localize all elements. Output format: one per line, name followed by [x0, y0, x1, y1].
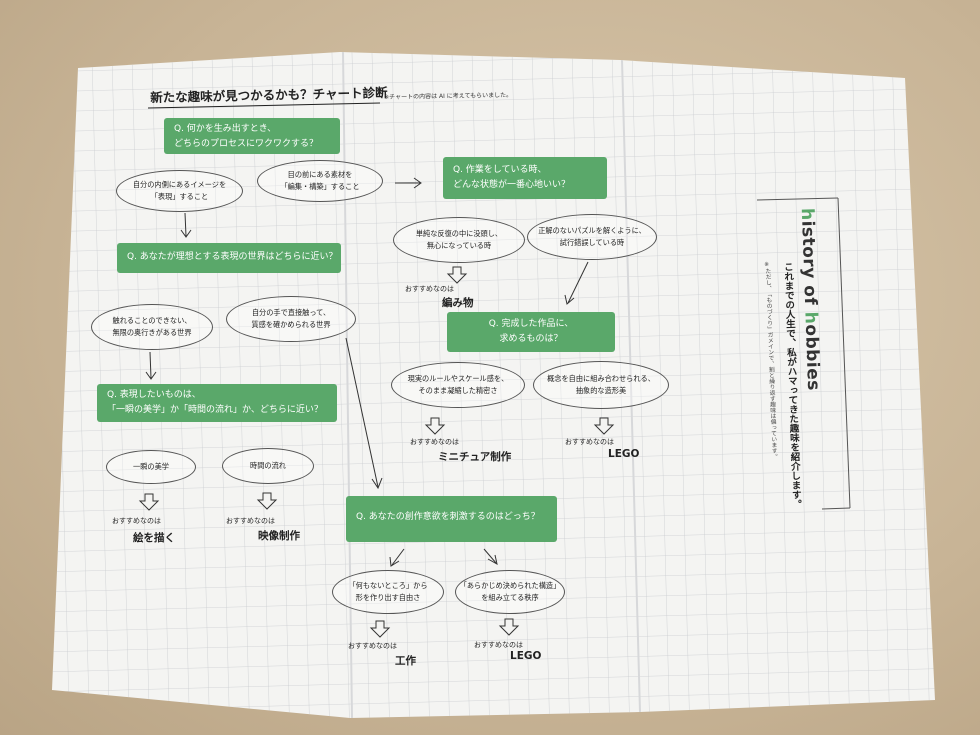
- q6-option-freedom: 「何もないところ」から 形を作り出す自由さ: [332, 570, 444, 614]
- q3-option-moment: 一瞬の美学: [106, 450, 196, 484]
- result-lego-2: LEGO: [510, 650, 542, 662]
- q2-option-touch: 自分の手で直接触って、 質感を確かめられる世界: [226, 296, 356, 342]
- recommend-label: おすすめなのは: [226, 517, 275, 525]
- q3-option-time: 時間の流れ: [222, 448, 314, 484]
- q6-option-order: 「あらかじめ決められた構造」 を組み立てる秩序: [455, 570, 565, 614]
- question-3: Q. 表現したいものは、 「一瞬の美学」か「時間の流れ」か、どちらに近い？: [97, 384, 337, 422]
- side-frame: [756, 197, 851, 510]
- recommend-label: おすすめなのは: [348, 642, 397, 650]
- q2-option-infinite: 触れることのできない、 無限の奥行きがある世界: [91, 304, 213, 350]
- result-video: 映像制作: [258, 530, 300, 542]
- result-arrows: [138, 266, 615, 638]
- result-knitting: 編み物: [442, 297, 474, 309]
- q4-option-puzzle: 正解のないパズルを解くように、 試行錯誤している時: [527, 214, 657, 260]
- recommend-label: おすすめなのは: [474, 641, 523, 649]
- q1-option-express: 自分の内側にあるイメージを 「表現」すること: [116, 170, 243, 212]
- title-underline: [147, 102, 381, 109]
- recommend-label: おすすめなのは: [410, 438, 459, 446]
- recommend-label: おすすめなのは: [112, 517, 161, 525]
- result-craft: 工作: [395, 655, 416, 667]
- result-miniature: ミニチュア制作: [438, 451, 512, 463]
- q4-option-repeat: 単純な反復の中に没頭し、 無心になっている時: [393, 217, 525, 263]
- q5-option-abstract: 概念を自由に組み合わせられる、 抽象的な造形美: [533, 361, 669, 409]
- flow-arrows: [145, 177, 589, 567]
- result-lego-1: LEGO: [608, 448, 640, 460]
- result-paint: 絵を描く: [133, 532, 175, 544]
- question-6: Q. あなたの創作意欲を刺激するのはどっち？: [346, 496, 557, 542]
- recommend-label: おすすめなのは: [405, 285, 454, 293]
- q1-option-build: 目の前にある素材を 「編集・構築」すること: [257, 160, 383, 202]
- q5-option-precision: 現実のルールやスケール感を、 そのまま凝縮した精密さ: [391, 362, 525, 408]
- recommend-label: おすすめなのは: [565, 438, 614, 446]
- question-2: Q. あなたが理想とする表現の世界はどちらに近い？: [117, 243, 341, 273]
- question-5: Q. 完成した作品に、 求めるものは？: [447, 312, 615, 352]
- question-4: Q. 作業をしている時、 どんな状態が一番心地いい？: [443, 157, 607, 199]
- question-1: Q. 何かを生み出すとき、 どちらのプロセスにワクワクする？: [164, 118, 340, 154]
